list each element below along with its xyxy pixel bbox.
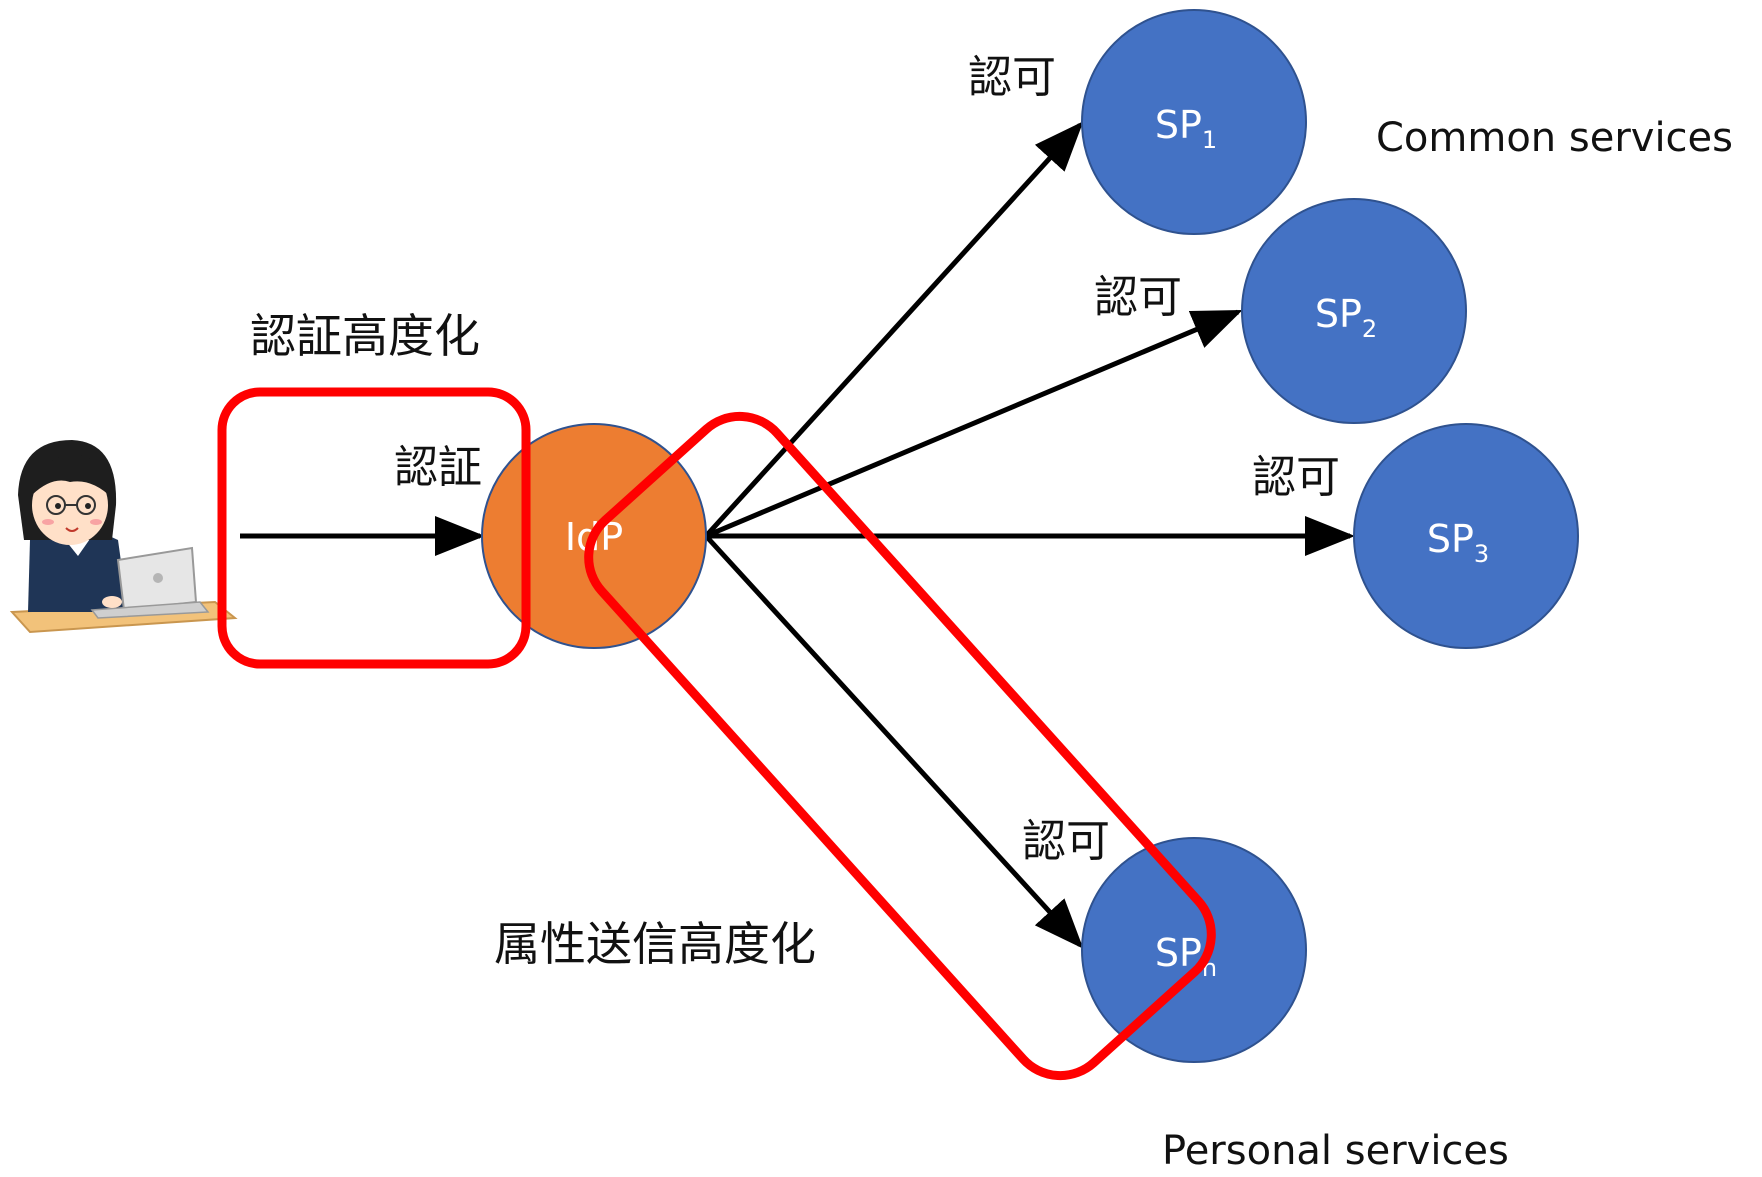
arrow-idp-to-sp1: [704, 121, 1084, 538]
authz-label-sp1: 認可: [968, 52, 1056, 103]
auth-highlight-box: [217, 387, 531, 669]
common-services-label: Common services: [1376, 115, 1733, 161]
user-at-laptop-icon: [9, 440, 238, 634]
attr-highlight-box: [584, 411, 1216, 1081]
sp2-label: SP2: [1315, 292, 1377, 343]
arrow-idp-to-sp2: [705, 309, 1243, 539]
auth-enhance-label: 認証高度化: [250, 309, 480, 363]
arrow-idp-to-spn: [704, 534, 1084, 949]
sp1-label: SP1: [1155, 103, 1217, 154]
spn-node: SPn: [1081, 837, 1307, 1063]
attr-enhance-label: 属性送信高度化: [494, 917, 816, 971]
authz-label-spn: 認可: [1022, 816, 1110, 867]
authz-label-sp3: 認可: [1252, 452, 1340, 503]
personal-services-label: Personal services: [1162, 1128, 1509, 1174]
sp2-node: SP2: [1241, 198, 1467, 424]
sp3-label: SP3: [1427, 517, 1489, 568]
sp3-node: SP3: [1353, 423, 1579, 649]
auth-label: 認証: [394, 442, 482, 493]
authz-label-sp2: 認可: [1094, 272, 1182, 323]
sp1-node: SP1: [1081, 9, 1307, 235]
